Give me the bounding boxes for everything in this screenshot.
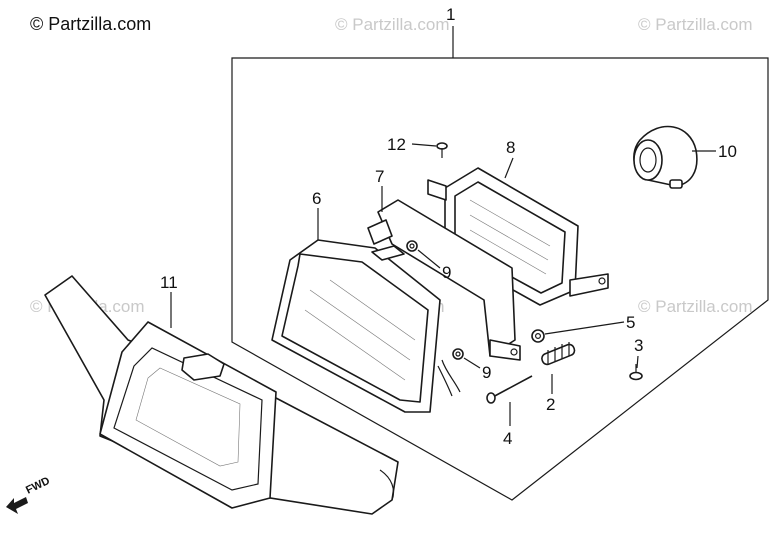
nut-5 xyxy=(531,329,545,343)
callout-5-leader xyxy=(544,321,625,335)
socket-cover xyxy=(633,125,698,189)
watermark-top-center: © Partzilla.com xyxy=(335,15,450,34)
callout-9-upper: 9 xyxy=(442,263,451,282)
callout-2: 2 xyxy=(546,395,555,414)
spring-2 xyxy=(541,342,576,366)
screw-3 xyxy=(629,364,643,381)
headlight-unit xyxy=(271,239,461,413)
callout-11: 11 xyxy=(160,273,178,292)
assembly-boundary xyxy=(231,57,769,501)
headlight-cowl xyxy=(44,275,399,515)
callout-12: 12 xyxy=(387,135,406,154)
arrow-icon xyxy=(6,497,28,514)
callout-12-leader xyxy=(411,143,437,147)
callout-3: 3 xyxy=(634,336,643,355)
watermark-top-right: © Partzilla.com xyxy=(638,15,753,34)
callout-1: 1 xyxy=(446,5,455,24)
callout-9-lower: 9 xyxy=(482,363,491,382)
adjusting-screw-4 xyxy=(486,375,533,404)
callout-8: 8 xyxy=(506,138,515,157)
nut-9-upper xyxy=(406,240,418,252)
callout-4: 4 xyxy=(503,429,512,448)
screw-12 xyxy=(436,142,448,158)
callout-9-lower-leader xyxy=(463,357,481,369)
fwd-label: FWD xyxy=(24,475,52,497)
forward-direction-marker: FWD xyxy=(6,475,52,514)
nut-9-lower xyxy=(452,348,464,360)
callout-7: 7 xyxy=(375,167,384,186)
callout-8-leader xyxy=(504,157,514,179)
callout-3-leader xyxy=(636,355,639,369)
callout-9-upper-leader xyxy=(417,249,441,269)
brand-watermark: © Partzilla.com xyxy=(30,14,151,34)
callout-6: 6 xyxy=(312,189,321,208)
watermark-mid-right: © Partzilla.com xyxy=(638,297,753,316)
mount-bracket xyxy=(367,199,521,361)
callout-10: 10 xyxy=(718,142,737,161)
callout-5: 5 xyxy=(626,313,635,332)
headlight-case xyxy=(427,167,609,306)
